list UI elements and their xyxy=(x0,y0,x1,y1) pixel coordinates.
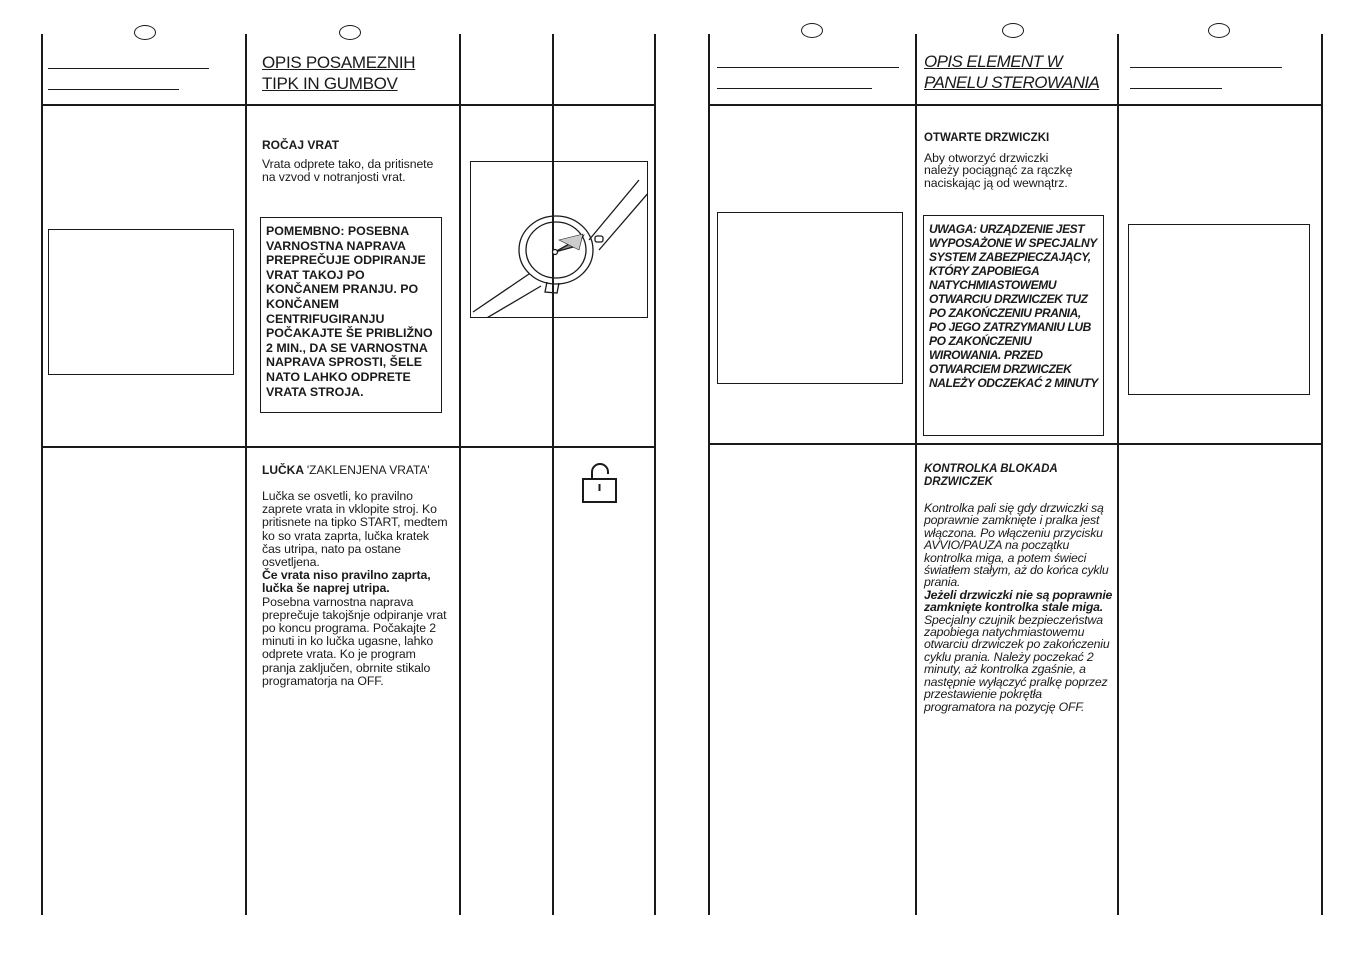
left-column-divider xyxy=(41,34,43,915)
door-handle-illustration-icon xyxy=(470,161,648,318)
section-divider xyxy=(41,446,655,448)
lamp-text: Lučka se osvetli, ko pravilno zaprete vr… xyxy=(262,489,448,570)
heading-bold: LUČKA xyxy=(262,463,307,477)
section-heading: LUČKA 'ZAKLENJENA VRATA' xyxy=(262,463,430,477)
header-divider xyxy=(708,104,1323,106)
lamp-text-bold: Jeżeli drzwiczki nie są poprawnie zamkni… xyxy=(924,587,1113,615)
lamp-text: Kontrolka pali się gdy drzwiczki są popr… xyxy=(924,501,1109,590)
left-column-divider xyxy=(654,34,656,915)
blank-title-line xyxy=(1130,88,1222,89)
section-text: Lučka se osvetli, ko pravilno zaprete vr… xyxy=(262,489,448,688)
page-title: OPIS ELEMENT W PANELU STEROWANIA xyxy=(924,52,1100,92)
right-column-divider xyxy=(1321,34,1323,915)
blank-title-line xyxy=(48,89,179,90)
left-column-divider xyxy=(245,34,247,915)
header-divider xyxy=(41,104,655,106)
left-column-divider xyxy=(459,34,461,915)
right-column-divider xyxy=(1117,34,1119,915)
language-circle-icon xyxy=(134,25,156,40)
blank-title-line xyxy=(48,68,209,69)
padlock-icon xyxy=(582,463,617,503)
section-divider xyxy=(708,443,1323,445)
language-circle-icon xyxy=(339,25,361,40)
language-circle-icon xyxy=(1208,23,1230,38)
left-column-divider xyxy=(552,34,554,915)
section-text: Kontrolka pali się gdy drzwiczki są popr… xyxy=(924,502,1116,713)
warning-box: UWAGA: URZĄDZENIE JEST WYPOSAŻONE W SPEC… xyxy=(923,215,1104,436)
right-column-divider xyxy=(915,34,917,915)
page-title: OPIS POSAMEZNIH TIPK IN GUMBOV xyxy=(262,53,416,93)
section-heading: ROČAJ VRAT xyxy=(262,138,340,152)
right-column-divider xyxy=(708,34,710,915)
section-heading: OTWARTE DRZWICZKI xyxy=(924,132,1050,144)
lamp-text: Specjalny czujnik bezpieczeństwa zapobie… xyxy=(924,612,1110,714)
lamp-text-bold: Če vrata niso pravilno zaprta, lučka še … xyxy=(262,568,431,596)
language-circle-icon xyxy=(801,23,823,38)
blank-title-line xyxy=(717,88,872,89)
section-heading: KONTROLKA BLOKADA DRZWICZEK xyxy=(924,463,1058,488)
lamp-text: Posebna varnostna naprava preprečuje tak… xyxy=(262,594,447,688)
warning-box: POMEMBNO: POSEBNA VARNOSTNA NAPRAVA PREP… xyxy=(260,217,442,413)
empty-text-box xyxy=(48,229,234,375)
blank-title-line xyxy=(717,67,899,68)
empty-text-box xyxy=(1128,224,1310,395)
empty-text-box xyxy=(717,212,903,384)
section-text: Aby otworzyć drzwiczki należy pociągnąć … xyxy=(924,151,1073,190)
blank-title-line xyxy=(1130,67,1282,68)
section-text: Vrata odprete tako, da pritisnete na vzv… xyxy=(262,157,434,185)
language-circle-icon xyxy=(1002,23,1024,38)
heading-rest: 'ZAKLENJENA VRATA' xyxy=(306,463,430,477)
